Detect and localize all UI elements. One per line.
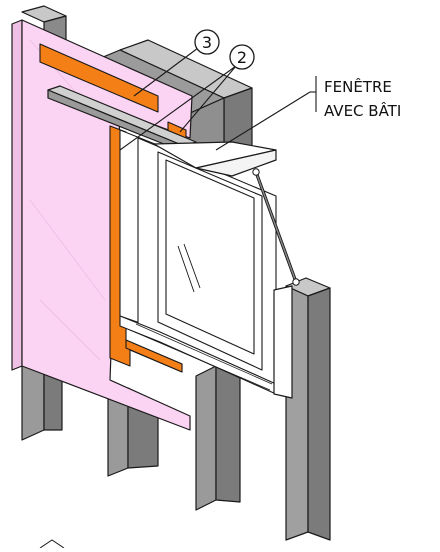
stud-front-face: [195, 365, 217, 511]
right-stud-side: [307, 287, 331, 541]
sill-membrane-strip: [125, 339, 183, 373]
sill-board: [153, 141, 277, 177]
leader-2b: [119, 65, 237, 151]
sheathing-edge: [11, 19, 23, 371]
window-frame-right-jamb: [273, 285, 293, 399]
leader-3: [133, 47, 199, 97]
callout-leaders: [119, 47, 317, 151]
cut-mark-icon: [39, 539, 65, 549]
window-label: FENÊTRE AVEC BÂTI: [324, 77, 401, 120]
head-membrane-strip: [39, 43, 159, 113]
head-flashing: [47, 85, 197, 153]
leader-label: [215, 91, 311, 151]
callout-2: 2: [229, 44, 255, 70]
callout-3-number: 3: [202, 33, 212, 52]
window-sash: [165, 159, 255, 355]
hanger-rod: [252, 168, 300, 286]
label-line-1: FENÊTRE: [324, 77, 392, 96]
right-stud: [273, 277, 331, 541]
label-line-2: AVEC BÂTI: [324, 101, 401, 120]
callout-2-number: 2: [237, 48, 247, 67]
leader-2a: [179, 65, 237, 133]
window-unit: [119, 129, 277, 395]
callout-3: 3: [194, 29, 220, 55]
sill-board-front: [195, 149, 277, 177]
stud-side-face: [215, 365, 241, 503]
